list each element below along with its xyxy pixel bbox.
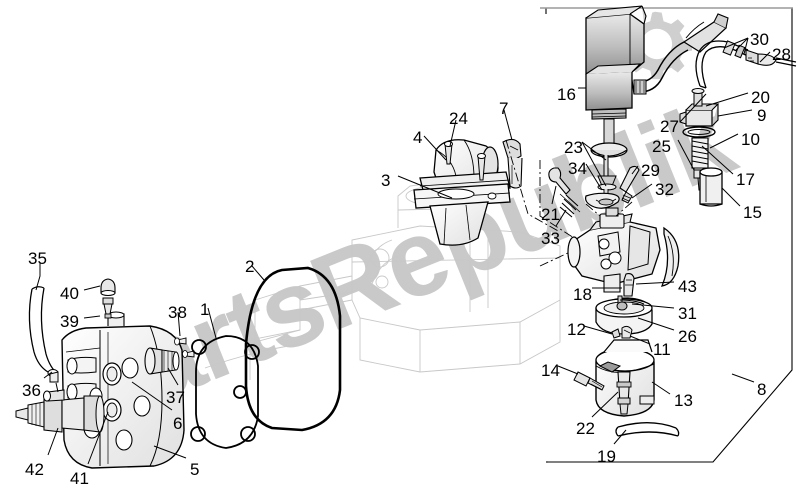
part-breather-pipe <box>28 286 59 377</box>
callout-42: 42 <box>25 460 44 479</box>
callout-22: 22 <box>576 419 595 438</box>
callout-36: 36 <box>22 381 41 400</box>
part-stud-24 <box>444 141 486 181</box>
callout-12: 12 <box>567 320 586 339</box>
part-screw-14 <box>573 371 605 391</box>
callout-11: 11 <box>653 340 671 359</box>
callout-19: 19 <box>597 447 616 466</box>
callout-41: 41 <box>70 469 89 488</box>
callout-17: 17 <box>736 170 755 189</box>
ghost-engine-block <box>204 181 561 380</box>
part-float-26 <box>595 295 653 335</box>
part-ignition-coil <box>585 5 729 158</box>
callout-25: 25 <box>652 137 671 156</box>
part-valve-39 <box>102 297 114 319</box>
callout-15: 15 <box>743 203 762 222</box>
callout-32: 32 <box>655 180 674 199</box>
part-screw-38 <box>174 337 195 358</box>
callout-20: 20 <box>751 88 770 107</box>
callout-43: 43 <box>678 277 697 296</box>
callout-31: 31 <box>678 304 697 323</box>
callout-18: 18 <box>573 285 592 304</box>
callout-30: 30 <box>750 30 769 49</box>
callout-2: 2 <box>245 257 255 276</box>
callout-7: 7 <box>499 99 509 118</box>
callout-40: 40 <box>60 284 79 303</box>
callout-9: 9 <box>757 106 767 125</box>
callout-29: 29 <box>641 161 660 180</box>
callout-37: 37 <box>166 388 185 407</box>
callout-6: 6 <box>173 414 183 433</box>
callout-13: 13 <box>674 391 693 410</box>
callout-14: 14 <box>541 361 560 380</box>
callout-27: 27 <box>660 117 679 136</box>
callout-38: 38 <box>168 303 187 322</box>
part-needle-21 <box>548 167 571 195</box>
callout-8: 8 <box>757 380 767 399</box>
alignment-lines <box>505 139 633 267</box>
callout-39: 39 <box>60 312 79 331</box>
part-fuel-tap-9 <box>679 88 720 138</box>
part-carburettor-body <box>567 207 680 293</box>
callout-33: 33 <box>541 229 560 248</box>
callout-24: 24 <box>449 109 468 128</box>
part-cap-40 <box>100 278 116 296</box>
part-valve-assembly-23 <box>585 155 620 209</box>
callout-1: 1 <box>200 300 210 319</box>
part-tube-15 <box>699 167 723 207</box>
callout-10: 10 <box>741 130 760 149</box>
callout-16: 16 <box>557 85 576 104</box>
part-jet-43 <box>623 272 635 297</box>
callout-28: 28 <box>772 45 791 64</box>
callout-5: 5 <box>190 460 200 479</box>
callout-3: 3 <box>381 171 391 190</box>
part-gasket-2 <box>244 266 342 432</box>
callout-23: 23 <box>564 138 583 157</box>
callout-26: 26 <box>678 327 697 346</box>
callout-34: 34 <box>568 159 587 178</box>
part-fitting-36 <box>43 371 65 402</box>
part-plug-37 <box>144 347 180 375</box>
callout-21: 21 <box>541 205 560 224</box>
part-spark-plug <box>15 395 105 433</box>
leader-lines <box>35 37 771 465</box>
part-hose-19 <box>615 422 680 437</box>
part-spring-33 <box>559 193 581 218</box>
part-throttle-cable-30 <box>695 40 797 89</box>
callout-4: 4 <box>413 128 423 147</box>
callout-35: 35 <box>28 249 47 268</box>
